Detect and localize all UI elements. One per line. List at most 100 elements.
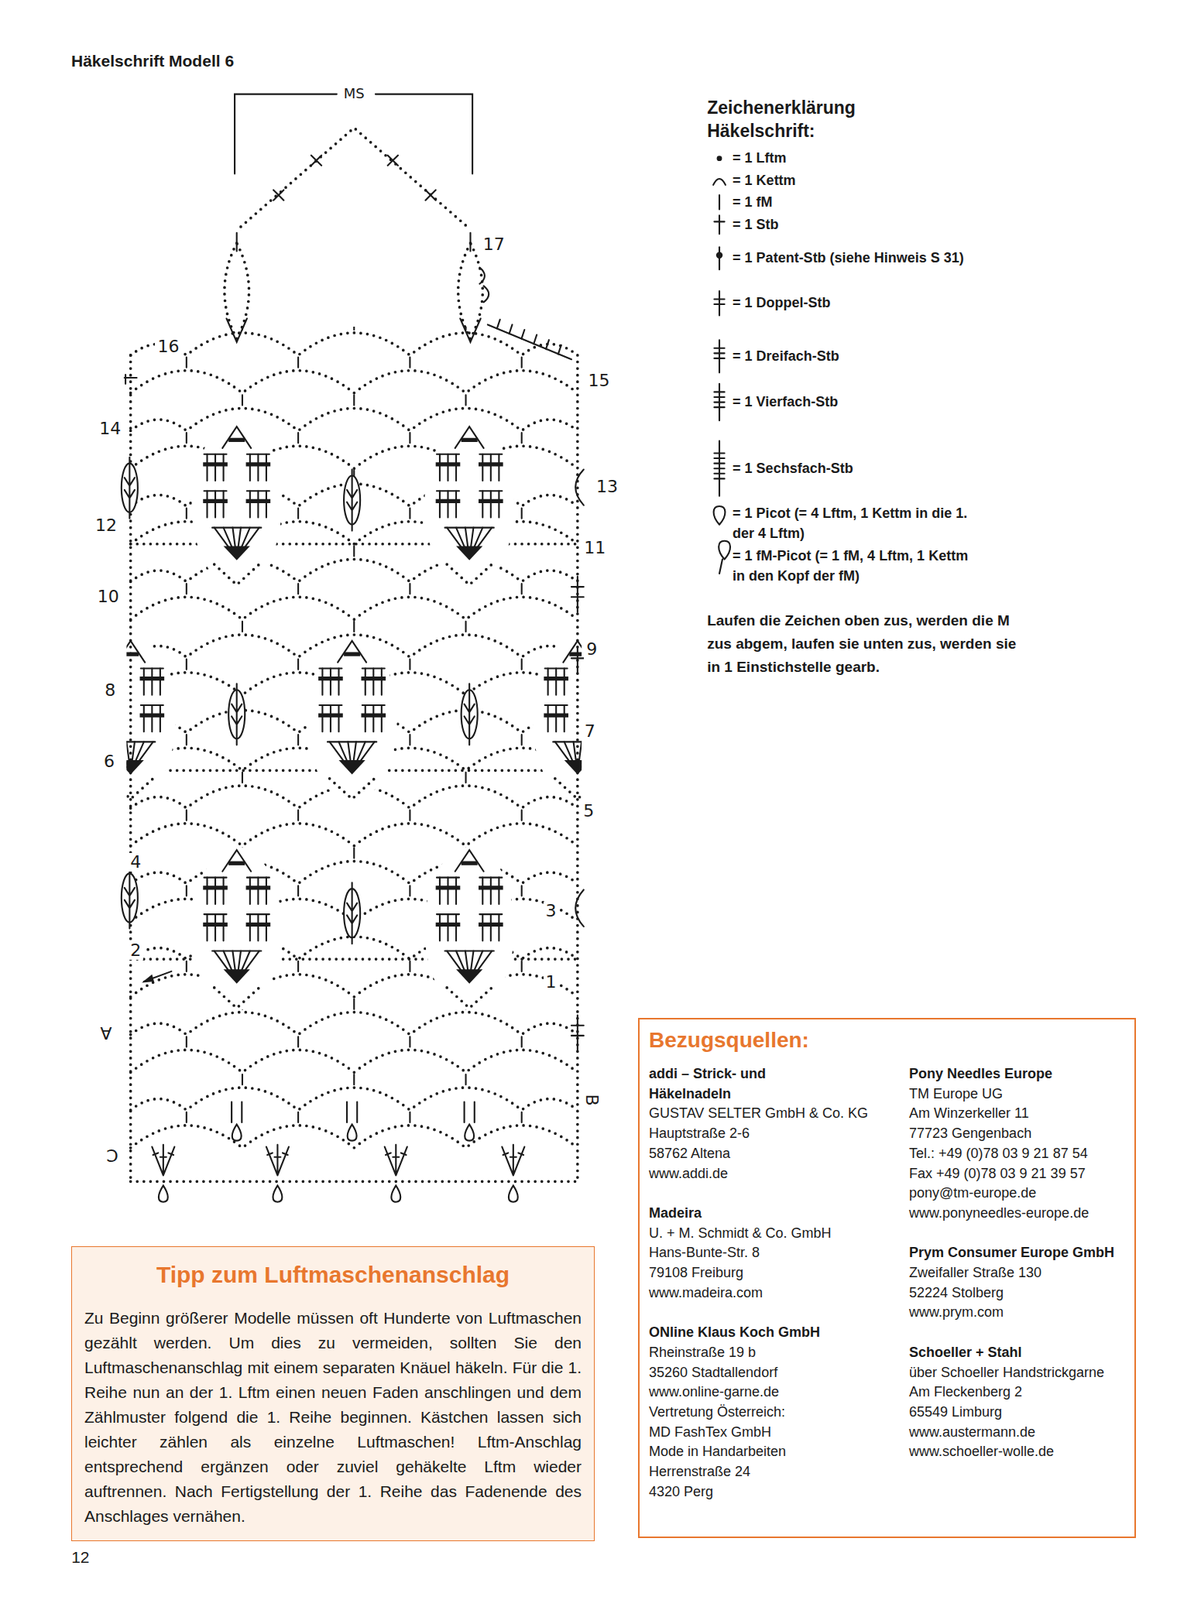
- chart-stroke: [464, 1102, 475, 1142]
- legend-entry: = 1 Dreifach-Stb: [732, 346, 1167, 367]
- chart-stroke: [391, 1186, 401, 1203]
- supplier-line: Fax +49 (0)78 03 9 21 39 57: [909, 1164, 1126, 1185]
- supplier-line: Vertretung Österreich:: [648, 1403, 910, 1424]
- row-number: 7: [582, 722, 598, 742]
- supplier-line: Hauptstraße 2-6: [648, 1124, 910, 1145]
- tip-body: Zu Beginn größerer Modelle müssen oft Hu…: [84, 1306, 582, 1530]
- legend-entry: = 1 Doppel-Stb: [732, 292, 1167, 313]
- supplier-line: Rheinstraße 19 b: [648, 1343, 910, 1364]
- row-number: 10: [95, 587, 122, 607]
- tip-box: Tipp zum Luftmaschenanschlag Zu Beginn gr…: [71, 1246, 595, 1542]
- legend-entry: = 1 Kettm: [732, 170, 1167, 191]
- row-number: 13: [593, 477, 621, 497]
- chart-stroke: [124, 374, 584, 1052]
- chart-stroke: [121, 457, 138, 519]
- chart-stroke: [234, 94, 473, 175]
- supplier-line: Zweifaller Straße 130: [909, 1263, 1126, 1284]
- chart-stroke: [130, 1036, 578, 1073]
- chart-stroke: [343, 882, 361, 944]
- supplier-line: Schoeller + Stahl: [909, 1343, 1126, 1364]
- row-letter: B: [582, 1091, 601, 1109]
- chart-stroke: [228, 683, 245, 745]
- row-number: 3: [543, 902, 560, 921]
- chart-stroke: [713, 339, 725, 373]
- supplier-line: pony@tm-europe.de: [909, 1183, 1126, 1205]
- supplier-line: 77723 Gengenbach: [909, 1124, 1126, 1145]
- chart-stroke: [718, 541, 731, 574]
- chart-stroke: [713, 178, 726, 186]
- chart-stroke: [713, 506, 726, 526]
- supplier-line: 58762 Altena: [648, 1144, 910, 1165]
- row-number: 11: [581, 538, 608, 558]
- row-number: 9: [583, 640, 600, 659]
- chart-stroke: [508, 1186, 519, 1203]
- legend-symbols: [713, 155, 731, 574]
- supplier-line: über Schoeller Handstrickgarne: [909, 1363, 1126, 1384]
- chart-neck: [224, 94, 572, 361]
- supplier-line: ONline Klaus Koch GmbH: [648, 1323, 910, 1344]
- supplier-line: www.online-garne.de: [648, 1382, 910, 1404]
- chart-stroke: [224, 243, 483, 340]
- supplier-line: Am Winzerkeller 11: [909, 1104, 1126, 1125]
- supplier-line: Pony Needles Europe: [909, 1064, 1126, 1085]
- supplier-line: 79108 Freiburg: [648, 1263, 910, 1284]
- chart-stroke: [192, 423, 282, 587]
- chart-stroke: [501, 1145, 525, 1177]
- supplier-line: www.addi.de: [648, 1164, 910, 1185]
- row-number: 5: [580, 802, 597, 821]
- supplier-line: Prym Consumer Europe GmbH: [909, 1243, 1126, 1264]
- supplier-heading-wrap: Bezugsquellen:: [648, 1027, 1126, 1054]
- chart-stroke: [266, 1145, 289, 1177]
- chart-stroke: [461, 683, 478, 745]
- supplier-line: GUSTAV SELTER GmbH & Co. KG: [648, 1104, 910, 1125]
- row-letter: A: [97, 1023, 114, 1043]
- row-number: 6: [101, 752, 117, 772]
- supplier-line: U. + M. Schmidt & Co. GmbH: [648, 1224, 910, 1245]
- chart-stroke: [343, 470, 361, 532]
- chart-stroke: [130, 545, 578, 582]
- chart-stroke: [130, 998, 578, 1035]
- chart-stroke: [226, 319, 481, 343]
- tip-heading: Tipp zum Luftmaschenanschlag: [84, 1261, 582, 1290]
- chart-stroke: [141, 974, 155, 984]
- chart-bottom: [151, 1102, 525, 1203]
- chart-stroke: [713, 291, 725, 316]
- chart-stroke: [479, 267, 572, 361]
- supplier-line: addi – Strick- und Häkelnadeln: [648, 1064, 804, 1105]
- chart-stroke: [130, 544, 578, 1183]
- legend-entry: = 1 Picot (= 4 Lftm, 1 Kettm in die 1. d…: [732, 503, 969, 544]
- chart-stroke: [192, 847, 282, 1011]
- legend-entry: = 1 Lftm: [732, 147, 1167, 169]
- chart-stroke: [717, 155, 723, 162]
- legend-entry: = 1 fM-Picot (= 1 fM, 4 Lftm, 1 Kettm in…: [732, 545, 969, 587]
- row-number: 4: [127, 852, 144, 872]
- row-number: 1: [543, 973, 560, 992]
- chart-stroke: [273, 1186, 283, 1203]
- supplier-line: 35260 Stadtallendorf: [648, 1363, 910, 1384]
- row-number: 12: [92, 516, 120, 536]
- supplier-line: www.austermann.de: [909, 1423, 1126, 1444]
- chart-stroke: [130, 355, 578, 1179]
- chart-stroke: [424, 423, 515, 587]
- supplier-line: www.schoeller-wolle.de: [909, 1442, 1126, 1463]
- row-number: 2: [127, 941, 144, 961]
- chart-stroke: [384, 1145, 408, 1177]
- chart-mesh: [126, 326, 582, 1182]
- supplier-column: addi – Strick- und HäkelnadelnGUSTAV SEL…: [648, 1064, 910, 1503]
- supplier-line: www.madeira.com: [648, 1283, 910, 1304]
- chart-stroke: [130, 394, 578, 431]
- legend-entry: = 1 fM: [732, 192, 1167, 213]
- chart-stroke: [532, 638, 582, 802]
- supplier-column: Pony Needles EuropeTM Europe UGAm Winzer…: [909, 1064, 1126, 1503]
- supplier-line: Mode in Handarbeiten: [648, 1442, 910, 1463]
- chart-edges: [121, 355, 584, 1179]
- supplier-line: TM Europe UG: [909, 1084, 1126, 1105]
- legend-entry: = 1 Patent-Stb (siehe Hinweis S 31): [732, 247, 1167, 268]
- chart-stroke: [126, 638, 176, 802]
- chart-stroke: [151, 1145, 175, 1177]
- supplier-box: Bezugsquellen: addi – Strick- und Häkelna…: [638, 1018, 1136, 1539]
- supplier-line: Tel.: +49 (0)78 03 9 21 87 54: [909, 1144, 1126, 1165]
- supplier-line: 65549 Limburg: [909, 1403, 1126, 1424]
- row-number: 8: [102, 681, 118, 701]
